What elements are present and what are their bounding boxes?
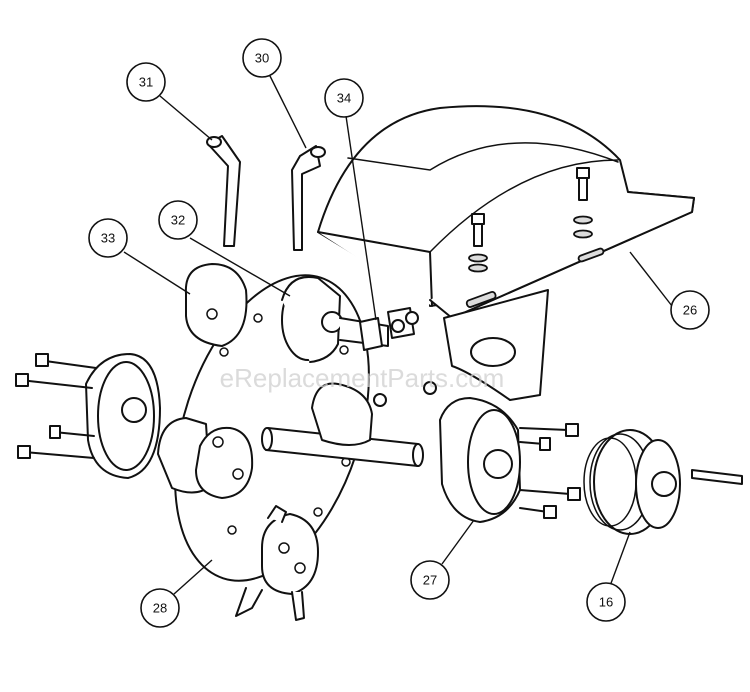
callout-label-28: 28 xyxy=(153,601,167,616)
callout-34: 34 xyxy=(324,78,377,321)
callout-label-33: 33 xyxy=(101,231,115,246)
callout-33: 33 xyxy=(88,218,191,295)
callout-label-31: 31 xyxy=(139,75,153,90)
shield-bolt-left xyxy=(468,213,488,273)
callout-27: 27 xyxy=(410,519,475,600)
callout-label-16: 16 xyxy=(599,595,613,610)
hub-left xyxy=(15,353,161,479)
tine-holder-left-lower xyxy=(157,417,254,499)
shield-bolt-right xyxy=(573,167,593,239)
callout-16: 16 xyxy=(586,531,631,622)
callout-label-30: 30 xyxy=(255,51,269,66)
callout-label-27: 27 xyxy=(423,573,437,588)
spacer-nuts xyxy=(359,307,437,407)
tine-holder-center xyxy=(311,382,373,446)
callout-label-32: 32 xyxy=(171,213,185,228)
callout-label-26: 26 xyxy=(683,303,697,318)
tine-holder-bottom xyxy=(235,505,319,621)
callout-32: 32 xyxy=(158,200,291,297)
callout-label-34: 34 xyxy=(337,91,351,106)
tine-holder-33 xyxy=(184,263,248,347)
hub-right xyxy=(439,397,581,523)
callout-26: 26 xyxy=(629,251,710,330)
tine-pin-31 xyxy=(206,135,241,247)
callout-31: 31 xyxy=(126,62,213,141)
tine-pin-30 xyxy=(291,145,326,251)
callout-28: 28 xyxy=(140,559,213,628)
callout-30: 30 xyxy=(242,38,307,149)
watermark: eReplacementParts.com xyxy=(220,363,505,393)
shaft-key xyxy=(691,469,743,485)
guard-shield xyxy=(317,105,695,401)
pulley xyxy=(583,429,681,535)
